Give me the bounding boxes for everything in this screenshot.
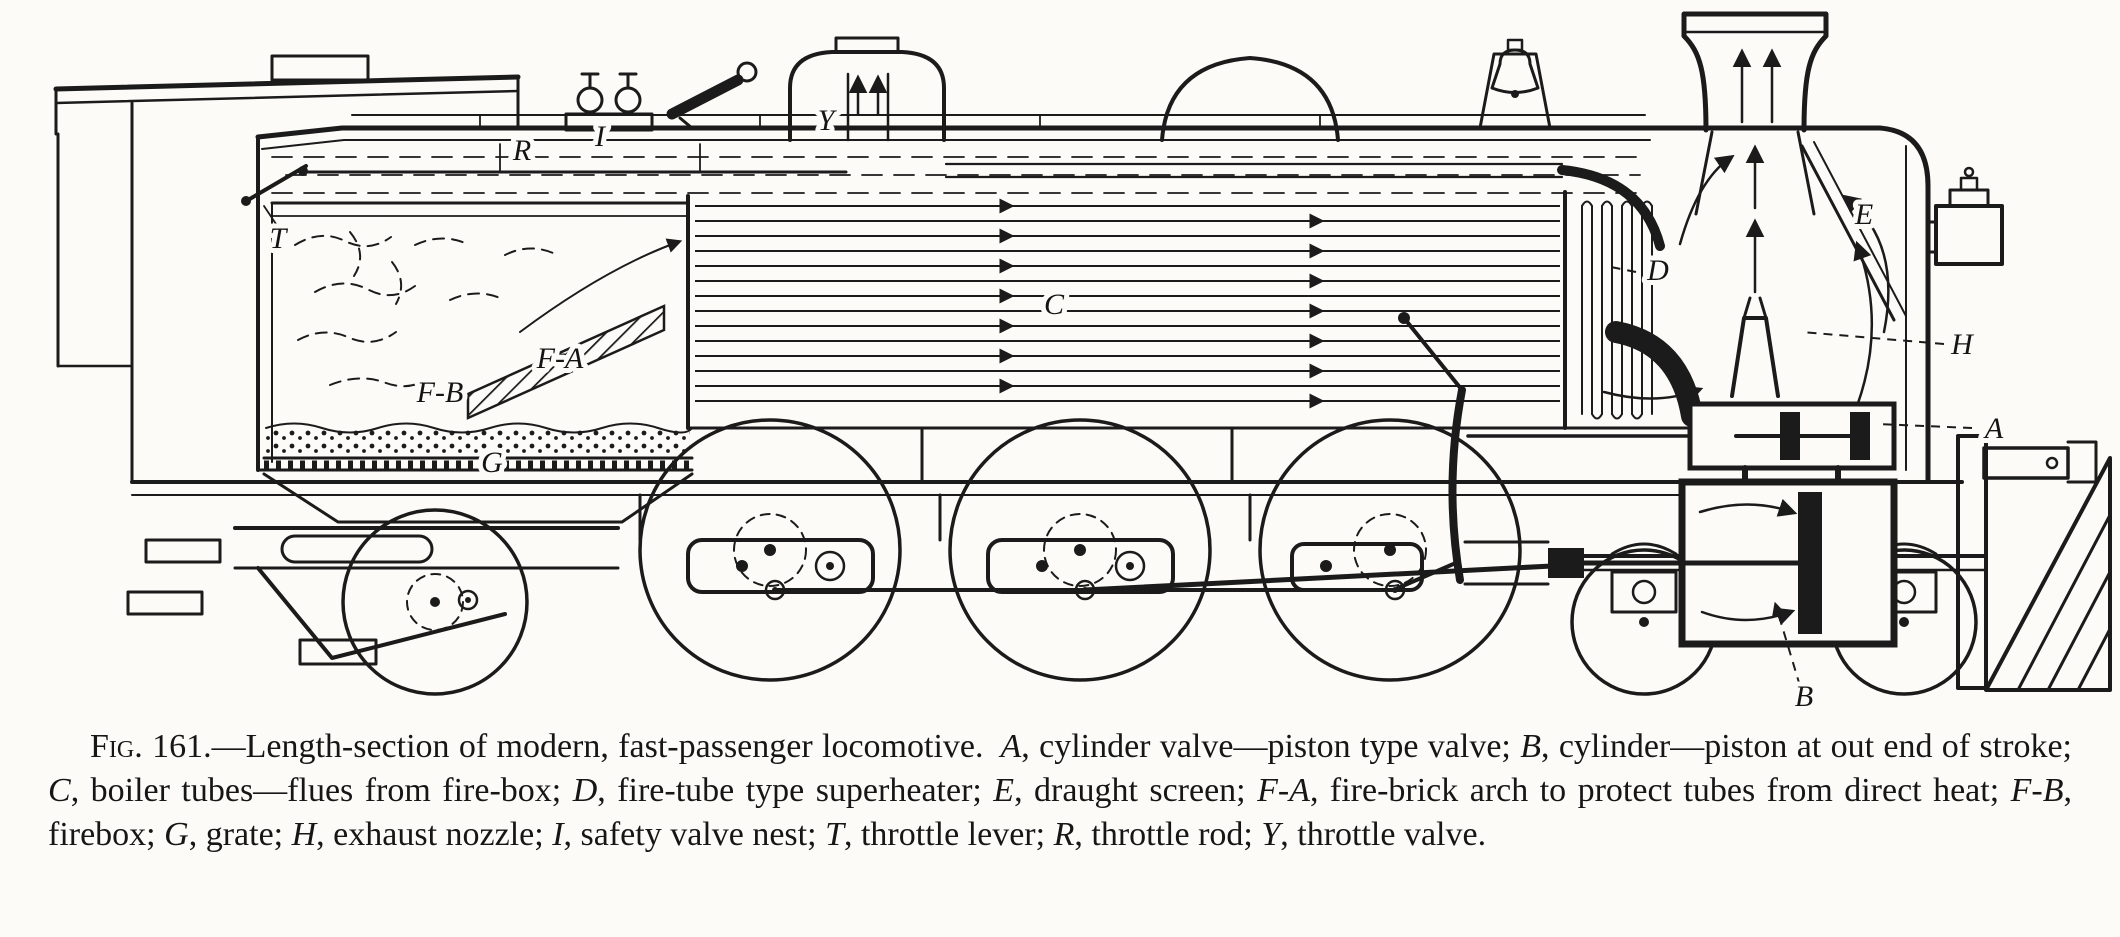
fire-brick-arch — [466, 304, 666, 420]
cowcatcher — [1984, 456, 2112, 692]
figure-caption: Fig. 161.—Length-section of modern, fast… — [48, 725, 2072, 858]
caption-segment: B — [1520, 728, 1541, 765]
boiler-shell — [255, 114, 1655, 430]
label-F-B: F-B — [416, 376, 464, 409]
label-leaders — [1605, 265, 1973, 687]
trailing-wheel — [341, 508, 529, 696]
label-H: H — [1950, 328, 1975, 361]
smokestack — [1681, 11, 1829, 133]
leader-D — [1605, 265, 1637, 273]
caption-segment: , fire-brick arch to protect tubes from … — [1309, 772, 2011, 810]
caption-segment: , cylinder valve—piston type valve; — [1021, 728, 1521, 765]
caption-segment: , firebox; — [48, 772, 2072, 854]
throttle-rig — [241, 143, 848, 231]
caption-segment: , boiler tubes—flues from fire-box; — [70, 772, 573, 810]
main-rod — [1082, 563, 1555, 593]
label-G: G — [481, 446, 503, 479]
chassis-frame — [126, 426, 1987, 666]
caption-segment: , throttle rod; — [1074, 816, 1262, 854]
sand-dome — [1160, 56, 1340, 142]
smokebox-arrows — [1602, 154, 1890, 430]
caption-segment: , cylinder—piston at out end of stroke; — [1541, 728, 2072, 765]
smokebox-front — [1563, 125, 1931, 483]
label-R: R — [512, 134, 531, 167]
caption-segment: H — [291, 816, 317, 854]
caption-segment: , fire-tube type superheater; — [597, 772, 994, 810]
whistle — [666, 61, 758, 130]
caption-segment: Fig. 161. — [90, 728, 212, 765]
coupler — [1982, 446, 2070, 480]
gas-flow-arrow — [519, 238, 683, 333]
label-C: C — [1044, 288, 1065, 321]
leader-H — [1801, 331, 1945, 345]
locomotive-section-drawing: I Y R T F-A F-B G C D E H A B — [53, 11, 2112, 715]
cylinder-assembly — [1463, 401, 1898, 648]
caption-segment: R — [1053, 816, 1075, 854]
caption-segment: F-B — [2010, 772, 2064, 810]
caption-segment: , exhaust nozzle; — [316, 816, 553, 854]
caption-segment: A — [1000, 728, 1022, 765]
piston — [1798, 492, 1822, 634]
cab — [53, 54, 521, 484]
caption-segment: C — [48, 772, 71, 810]
caption-segment: D — [572, 772, 598, 810]
driving-wheel — [948, 418, 1212, 682]
steam-dome — [788, 36, 946, 142]
buffer-beam — [1956, 434, 1988, 690]
label-E: E — [1854, 198, 1873, 231]
pilot — [1956, 434, 2112, 692]
superheater — [1581, 200, 1653, 420]
caption-segment: , throttle lever; — [843, 816, 1054, 854]
crosshead-guides — [1463, 540, 1550, 586]
label-B: B — [1795, 680, 1813, 713]
wheels — [341, 418, 1978, 696]
caption-segment: F-A — [1257, 772, 1310, 810]
cab-step — [144, 538, 222, 564]
caption-segment: , throttle valve. — [1280, 816, 1487, 854]
firebox — [256, 135, 694, 524]
caption-segment: T — [825, 816, 844, 854]
trailing-truck-frame — [233, 526, 620, 666]
crosshead — [1548, 548, 1584, 578]
driving-wheel — [1258, 418, 1522, 682]
caption-segment: Y — [1261, 816, 1281, 854]
label-F-A: F-A — [536, 342, 584, 375]
exhaust-nozzle — [1694, 130, 1816, 398]
roof-hatch — [270, 54, 370, 82]
figure-161: I Y R T F-A F-B G C D E H A B — [53, 11, 2112, 715]
throttle-lever — [246, 164, 308, 202]
label-Y: Y — [818, 104, 838, 137]
caption-segment: E — [993, 772, 1015, 810]
dry-pipe — [944, 162, 1564, 179]
label-I: I — [594, 120, 607, 153]
valve-gear — [1396, 312, 1692, 590]
label-T: T — [270, 222, 289, 255]
caption-segment: I — [552, 816, 564, 854]
boiler-tubes — [695, 198, 1560, 409]
safety-valve-nest — [564, 72, 654, 132]
running-gear — [764, 312, 1692, 601]
label-A: A — [1983, 412, 2004, 445]
driving-wheel — [638, 418, 902, 682]
throttle-valve-pipe — [846, 72, 890, 142]
caption-segment: , grate; — [188, 816, 292, 854]
cab-step — [126, 590, 204, 616]
caption-segment: , draught screen; — [1014, 772, 1258, 810]
leader-B — [1771, 601, 1801, 687]
caption-segment: , safety valve nest; — [563, 816, 826, 854]
caption-segment: G — [164, 816, 189, 854]
headlight — [1926, 166, 2004, 266]
label-D: D — [1646, 254, 1669, 287]
draught-screen — [1800, 141, 1907, 322]
coal-bed — [266, 430, 690, 455]
caption-segment: —Length-section of modern, fast-passenge… — [211, 728, 1001, 765]
bell — [1478, 38, 1552, 130]
